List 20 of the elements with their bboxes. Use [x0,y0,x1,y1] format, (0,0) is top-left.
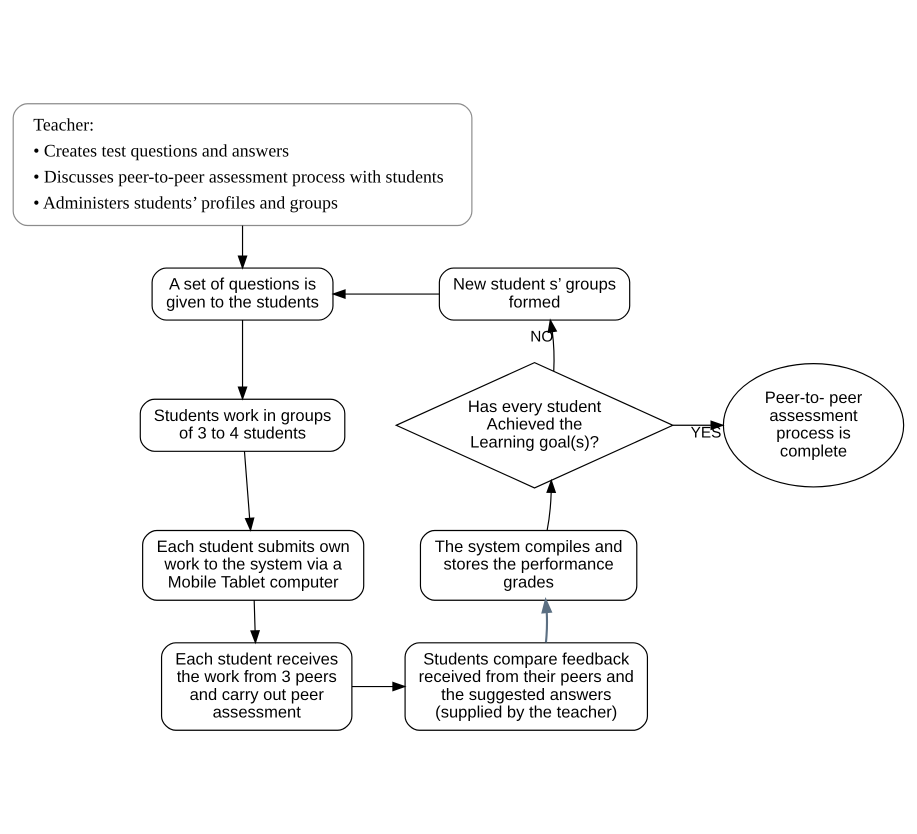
node-box: A set of questions is given to the students [152,267,334,321]
arrow [546,478,556,530]
node-diamond: Has every student Achieved the Learning goal(s)? [394,362,674,489]
node-box: The system compiles and stores the performance grades [420,530,638,601]
arrow [238,320,248,401]
arrow [541,597,552,643]
arrow [548,318,558,372]
node-box: Students work in groups of 3 to 4 students [140,398,346,452]
arrow [244,451,255,532]
node-box: Teacher: • Creates test questions and answers • Discusses peer-to-peer assessment process with students • Administers students’ profiles and groups [12,103,472,226]
node-box: New student s’ groups formed [438,267,630,321]
arrow [238,226,248,270]
edge-label: NO [530,328,554,346]
arrow [331,289,439,300]
node-box: Each student submits own work to the system via a Mobile Tablet computer [142,530,364,601]
arrow [352,682,407,692]
arrow [250,600,260,644]
node-box: Students compare feedback received from their peers and the suggested answers (supplied by the teacher) [404,642,648,731]
node-ellipse: Peer-to- peer assessment process is complete [722,363,904,488]
node-box: Each student receives the work from 3 peers and carry out peer assessment [160,642,352,731]
